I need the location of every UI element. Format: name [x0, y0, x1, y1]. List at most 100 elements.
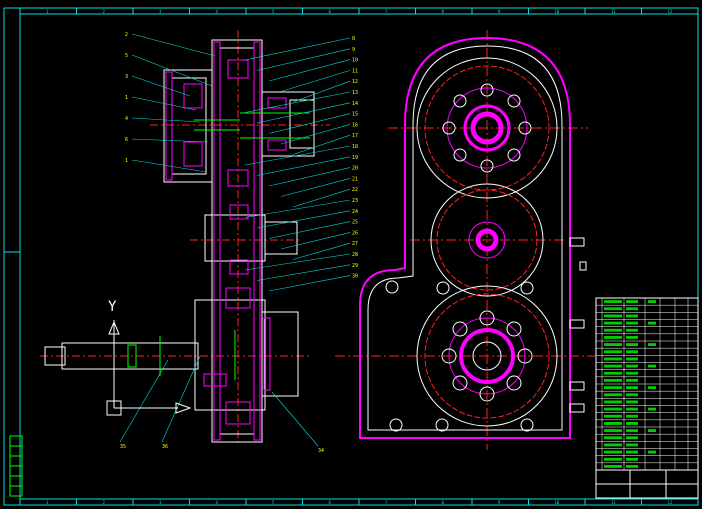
- leader-line: [292, 134, 351, 155]
- zone-label-bottom: 6: [329, 500, 332, 505]
- sheet-frame: [3, 7, 699, 506]
- leader-line: [268, 221, 351, 239]
- leader-line: [119, 359, 169, 443]
- callout-leaders: 2531461891011121314151617181920212223242…: [119, 32, 358, 454]
- callout-number: 18: [352, 144, 358, 150]
- zone-label-bottom: 11: [611, 500, 616, 505]
- callout-number: 4: [125, 116, 128, 122]
- callout-number: 17: [352, 133, 358, 139]
- bom-entry-name: [604, 414, 622, 418]
- zone-label-top: 11: [611, 9, 616, 14]
- callout-number: 16: [352, 122, 358, 128]
- leader-line: [244, 145, 351, 166]
- leader-line: [131, 159, 207, 173]
- bom-entry-name: [604, 300, 622, 304]
- bom-entry-name: [604, 393, 622, 397]
- leader-line: [268, 59, 351, 82]
- zone-label-bottom: 9: [498, 500, 501, 505]
- bom-entry-name: [604, 386, 622, 390]
- zone-label-top: 10: [555, 9, 560, 14]
- bom-entry-name: [604, 314, 622, 318]
- bom-entry-name: [604, 378, 622, 382]
- zone-label-top: 4: [216, 9, 219, 14]
- bom-entry-name: [604, 457, 622, 461]
- bom-entry-spec: [626, 350, 638, 354]
- leader-line: [280, 178, 351, 197]
- callout-number: 22: [352, 187, 358, 193]
- bom-entry-name: [604, 464, 622, 468]
- bottom-gear: [416, 285, 558, 427]
- zone-label-top: 5: [272, 9, 275, 14]
- callout-number: 2: [125, 32, 128, 38]
- leader-line: [256, 102, 351, 124]
- callout-number: 14: [352, 101, 358, 107]
- leader-line: [256, 210, 351, 229]
- zone-label-top: 9: [498, 9, 501, 14]
- bom-entry-spec: [626, 457, 638, 461]
- callout-number: 15: [352, 112, 358, 118]
- leader-line: [280, 124, 351, 145]
- leader-line: [131, 75, 191, 97]
- zone-label-bottom: 4: [216, 500, 219, 505]
- callout-number: 6: [125, 137, 128, 143]
- bom-entry-name: [604, 350, 622, 354]
- callout-number: 1: [125, 95, 128, 101]
- bom-entry-spec: [626, 443, 638, 447]
- title-area: [596, 469, 698, 498]
- leader-line: [131, 54, 213, 87]
- callout-number: 21: [352, 176, 358, 182]
- zone-label-top: 6: [329, 9, 332, 14]
- bom-entry-name: [604, 450, 622, 454]
- dimension-markers: [159, 112, 310, 380]
- callout-number: 3: [125, 74, 128, 80]
- leader-line: [131, 117, 201, 123]
- bom-entry-name: [604, 321, 622, 325]
- bom-entry-spec: [626, 335, 638, 339]
- bom-entry-name: [604, 421, 622, 425]
- title-block: [595, 297, 699, 499]
- zone-label-bottom: 5: [272, 500, 275, 505]
- bom-entry-qty: [648, 407, 656, 411]
- callout-number: 35: [120, 444, 126, 450]
- bom-entry-name: [604, 443, 622, 447]
- bom-entry-spec: [626, 421, 638, 425]
- callout-number: 12: [352, 79, 358, 85]
- bom-columns: [601, 298, 689, 470]
- bom-entry-name: [604, 436, 622, 440]
- coordinate-label: Y: [108, 299, 117, 315]
- bom-entry-spec: [626, 464, 638, 468]
- leader-line: [292, 80, 351, 103]
- callout-number: 30: [352, 274, 358, 280]
- bom-entry-name: [604, 357, 622, 361]
- callout-number: 13: [352, 90, 358, 96]
- bom-entry-spec: [626, 314, 638, 318]
- leader-line: [244, 37, 351, 61]
- bom-entry-qty: [648, 429, 656, 433]
- section-hatching: [165, 41, 287, 441]
- callout-number: 34: [318, 448, 324, 454]
- leader-line: [161, 355, 201, 443]
- zone-label-top: 7: [385, 9, 388, 14]
- callout-number: 25: [352, 220, 358, 226]
- callout-number: 5: [125, 53, 128, 59]
- bom-entry-qty: [648, 364, 656, 368]
- leader-line: [268, 113, 351, 134]
- callout-number: 10: [352, 58, 358, 64]
- leader-line: [131, 33, 216, 57]
- zone-label-bottom: 1: [46, 500, 49, 505]
- leader-line: [244, 253, 351, 271]
- bom-entry-name: [604, 335, 622, 339]
- bom-entry-name: [604, 307, 622, 311]
- zone-label-bottom: 8: [442, 500, 445, 505]
- coordinate-indicator: [106, 320, 192, 416]
- leader-line: [268, 275, 351, 292]
- bom-entry-qty: [648, 300, 656, 304]
- bom-entry-spec: [626, 364, 638, 368]
- zone-label-bottom: 3: [159, 500, 162, 505]
- leader-line: [292, 188, 351, 208]
- middle-gear: [430, 183, 544, 297]
- bom-entries: [604, 300, 656, 468]
